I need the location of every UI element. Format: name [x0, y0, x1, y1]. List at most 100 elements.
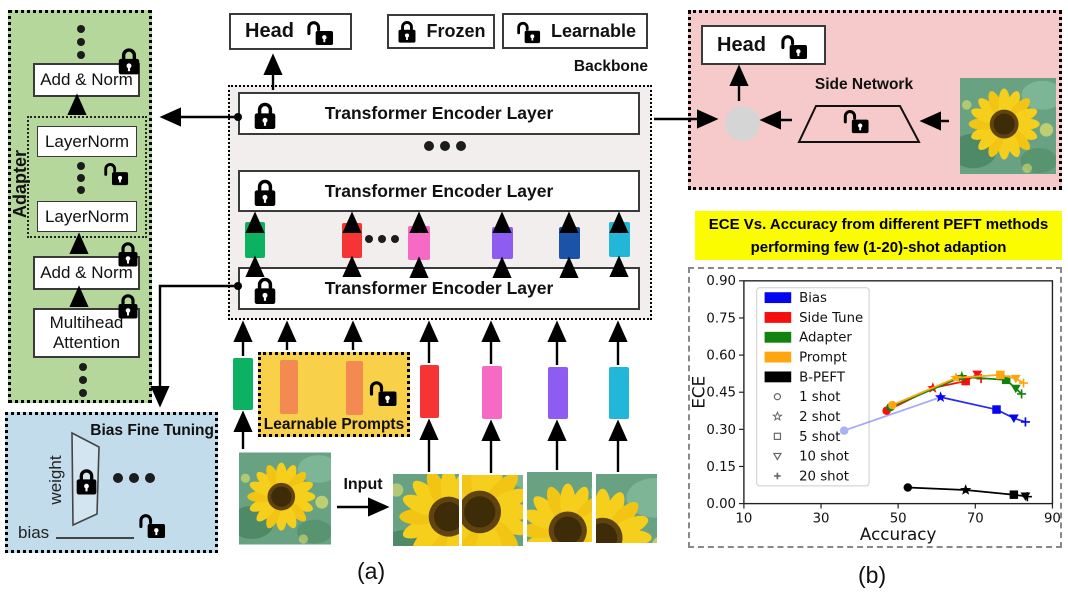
layernorm-top-box: LayerNorm — [37, 126, 137, 157]
ellipsis-dots-icon — [79, 363, 87, 397]
add-norm-top-label: Add & Norm — [40, 70, 133, 90]
frozen-lock-icon — [74, 467, 99, 496]
input-label: Input — [343, 476, 383, 493]
key-frozen-box: Frozen — [387, 14, 495, 49]
token-embedding — [492, 227, 513, 259]
token-embedding — [609, 222, 630, 257]
ellipsis-dots-icon — [365, 235, 399, 243]
image-patch — [596, 474, 657, 543]
side-input-image — [960, 78, 1056, 174]
svg-text:90: 90 — [1044, 511, 1060, 526]
side-network-label: Side Network — [814, 76, 914, 93]
add-norm-bottom-label: Add & Norm — [40, 263, 133, 283]
svg-text:20 shot: 20 shot — [799, 469, 849, 484]
ellipsis-dots-icon — [113, 473, 155, 483]
layernorm-bottom-label: LayerNorm — [44, 206, 130, 226]
banner-line-2: performing few (1-20)-shot adaption — [750, 239, 1007, 256]
learnable-lock-icon — [136, 512, 168, 539]
svg-text:2 shot: 2 shot — [799, 410, 840, 425]
token-embedding — [548, 367, 568, 419]
prompt-token — [346, 361, 363, 415]
learnable-lock-icon — [101, 161, 131, 186]
key-frozen-label: Frozen — [426, 21, 486, 42]
svg-text:0.00: 0.00 — [706, 497, 736, 512]
svg-text:Side Tune: Side Tune — [799, 311, 863, 326]
encoder-layer-bottom: Transformer Encoder Layer — [238, 267, 640, 310]
image-patch — [462, 475, 523, 546]
adapter-panel: Add & Norm LayerNorm LayerNorm Add & Nor… — [8, 10, 152, 403]
head-box: Head — [229, 13, 352, 50]
svg-text:0.45: 0.45 — [706, 386, 736, 401]
frozen-lock-icon — [396, 19, 418, 44]
svg-text:Prompt: Prompt — [799, 351, 847, 366]
learnable-lock-icon — [778, 33, 810, 60]
weight-label: weight — [46, 455, 65, 505]
bias-line — [56, 537, 134, 539]
token-embedding — [245, 222, 265, 258]
multihead-attention-label: Multihead Attention — [49, 313, 124, 352]
svg-text:10: 10 — [735, 511, 752, 526]
learnable-lock-icon — [514, 20, 543, 44]
svg-text:70: 70 — [967, 511, 984, 526]
frozen-lock-icon — [252, 275, 278, 306]
svg-text:50: 50 — [890, 511, 907, 526]
learnable-prompts-box: Learnable Prompts — [258, 352, 410, 437]
key-learnable-box: Learnable — [502, 13, 648, 49]
bias-label: bias — [18, 523, 50, 542]
token-embedding — [233, 358, 253, 410]
input-image — [239, 452, 331, 545]
token-embedding — [420, 365, 439, 418]
frozen-lock-icon — [252, 177, 278, 208]
svg-text:Adapter: Adapter — [799, 331, 852, 346]
image-patch — [393, 474, 459, 546]
token-embedding — [609, 367, 629, 419]
token-embedding — [482, 366, 502, 419]
weight-trapezoid — [71, 431, 100, 527]
adapter-panel-title: Adapter — [10, 150, 30, 219]
side-network-panel: Head Side Network — [688, 10, 1062, 190]
token-embedding — [408, 226, 430, 260]
ellipsis-dots-icon — [77, 25, 85, 59]
svg-text:0.60: 0.60 — [706, 349, 736, 364]
frozen-lock-icon — [115, 240, 141, 268]
ellipsis-dots-icon — [77, 162, 85, 194]
chart-title-banner: ECE Vs. Accuracy from different PEFT met… — [695, 211, 1062, 260]
merge-node — [725, 106, 760, 141]
token-embedding — [342, 223, 362, 258]
head-label: Head — [245, 20, 294, 42]
token-embedding — [559, 227, 580, 259]
bias-fine-tuning-panel: Bias Fine Tuning weight bias — [5, 412, 218, 553]
svg-text:ECE: ECE — [690, 376, 708, 409]
layernorm-bottom-box: LayerNorm — [37, 201, 137, 232]
key-learnable-label: Learnable — [550, 20, 637, 41]
svg-text:0.15: 0.15 — [706, 460, 736, 475]
frozen-lock-icon — [115, 292, 141, 320]
bias-panel-title: Bias Fine Tuning — [90, 422, 214, 439]
prompt-token — [280, 360, 298, 414]
svg-text:0.75: 0.75 — [706, 311, 736, 326]
svg-text:0.30: 0.30 — [706, 423, 736, 438]
caption-a: (a) — [357, 558, 386, 584]
frozen-lock-icon — [115, 46, 143, 76]
frozen-lock-icon — [252, 100, 278, 131]
layernorm-top-label: LayerNorm — [44, 131, 130, 151]
svg-text:30: 30 — [813, 511, 830, 526]
learnable-lock-icon — [841, 108, 871, 134]
side-head-box: Head — [701, 25, 826, 65]
caption-b: (b) — [858, 562, 887, 588]
image-patch — [527, 472, 592, 542]
svg-text:1 shot: 1 shot — [799, 390, 840, 405]
svg-text:Bias: Bias — [799, 291, 827, 306]
arrow — [150, 284, 238, 408]
svg-text:B-PEFT: B-PEFT — [799, 370, 846, 385]
learnable-lock-icon — [367, 379, 399, 407]
ellipsis-dots-icon — [424, 141, 466, 151]
multihead-attention-box: Multihead Attention — [33, 308, 140, 358]
encoder-layer-top: Transformer Encoder Layer — [238, 92, 640, 135]
svg-text:Accuracy: Accuracy — [860, 524, 937, 544]
encoder-layer-middle: Transformer Encoder Layer — [238, 170, 640, 212]
learnable-prompts-label: Learnable Prompts — [263, 416, 405, 433]
